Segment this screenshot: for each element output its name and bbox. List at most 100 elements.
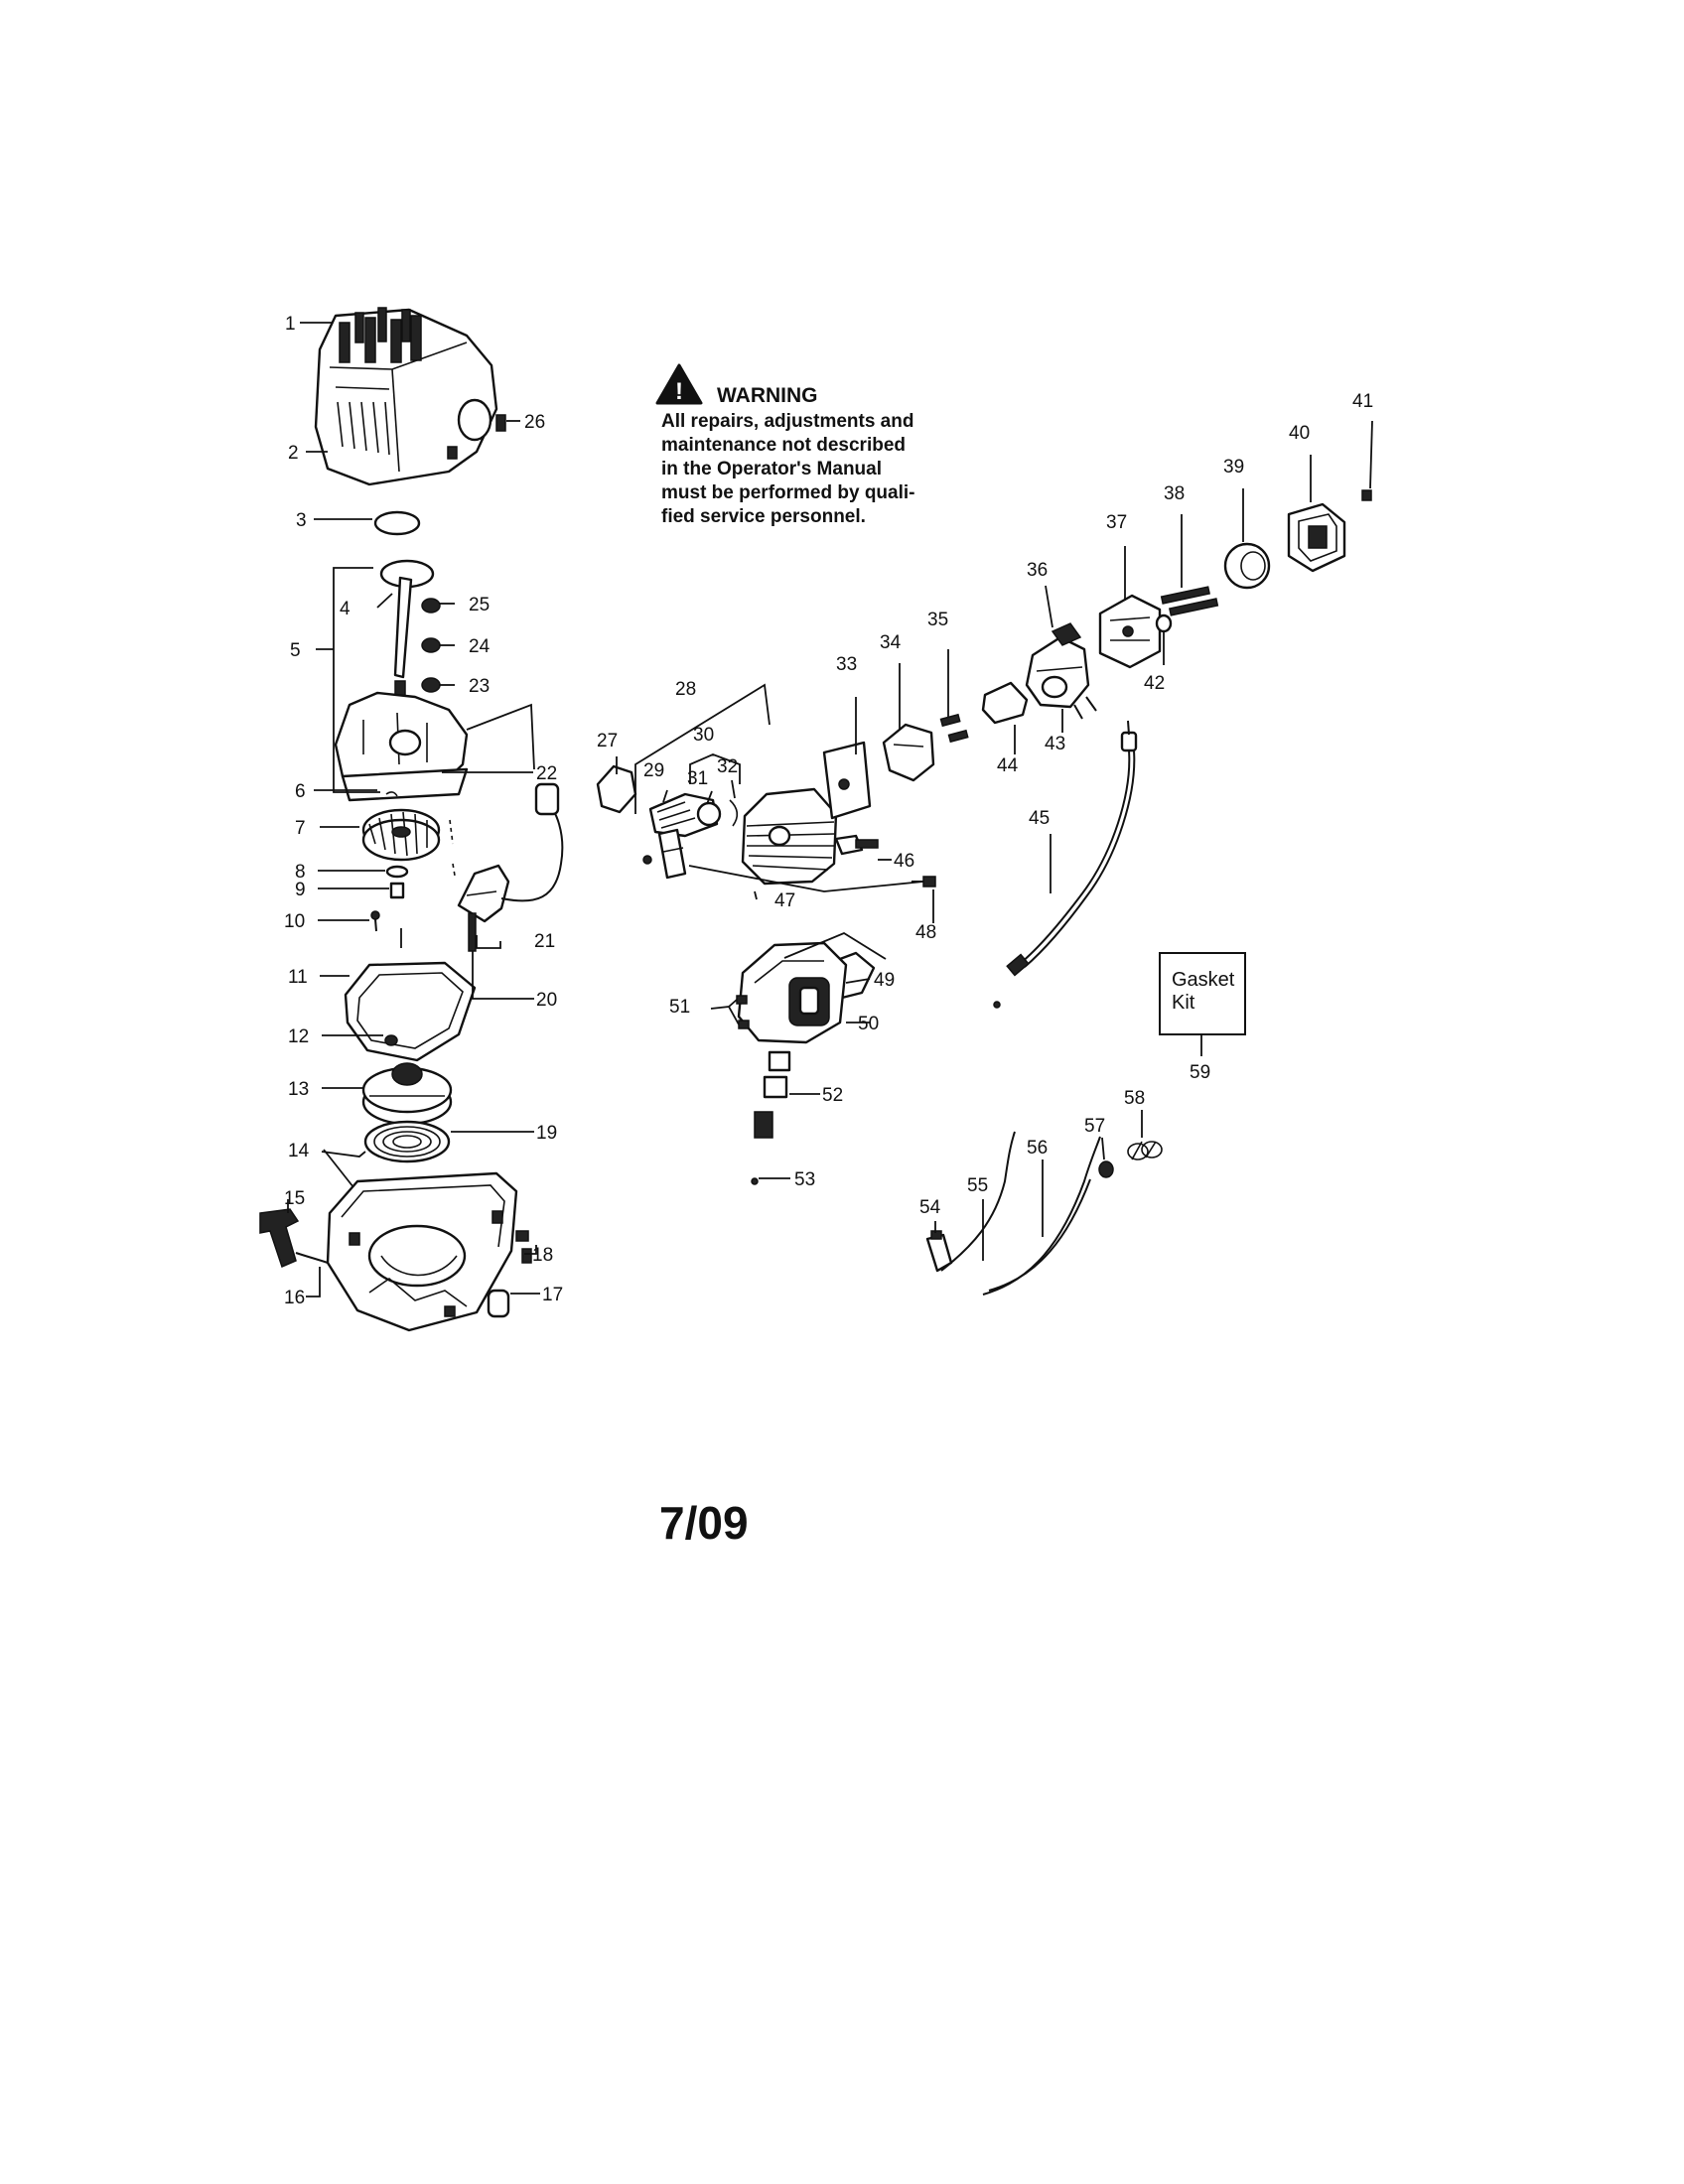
callout-44: 44 <box>997 755 1019 776</box>
callout-55: 55 <box>967 1175 988 1196</box>
carburetor <box>1025 622 1097 720</box>
clamp-58 <box>1127 1141 1163 1160</box>
fuel-line-56 <box>982 1136 1101 1296</box>
callout-8: 8 <box>295 862 306 883</box>
callout-leaders <box>287 322 1373 1297</box>
callout-45: 45 <box>1029 808 1050 829</box>
callout-5: 5 <box>290 640 301 661</box>
callout-28: 28 <box>675 679 696 700</box>
warning-icon: ! <box>655 363 703 405</box>
callout-53: 53 <box>794 1169 815 1190</box>
flywheel <box>361 808 441 862</box>
o-ring <box>373 510 421 536</box>
callout-2: 2 <box>288 443 299 464</box>
warning-line: must be performed by quali- <box>661 482 914 503</box>
callout-13: 13 <box>288 1079 309 1100</box>
callout-47: 47 <box>774 890 795 911</box>
callout-15: 15 <box>284 1188 305 1209</box>
recoil-spring <box>363 1120 451 1163</box>
screw-26 <box>495 414 506 432</box>
gasket-44 <box>981 681 1029 725</box>
gasket-kit-number: 59 <box>1190 1062 1210 1083</box>
callout-3: 3 <box>296 510 307 531</box>
starter-handle <box>259 1208 329 1269</box>
callout-42: 42 <box>1144 673 1165 694</box>
callout-39: 39 <box>1223 457 1244 478</box>
page-date: 7/09 <box>659 1497 749 1549</box>
gasket-kit-label: Kit <box>1172 992 1195 1014</box>
callout-41: 41 <box>1352 391 1373 412</box>
callout-27: 27 <box>597 731 618 751</box>
gasket-kit-box <box>1159 952 1246 1035</box>
ignition-module <box>457 782 564 952</box>
warning-title: WARNING <box>717 384 818 407</box>
callout-46: 46 <box>894 851 914 872</box>
warning-line: in the Operator's Manual <box>661 459 882 479</box>
callout-40: 40 <box>1289 423 1310 444</box>
crankcase <box>334 691 469 802</box>
callout-43: 43 <box>1045 734 1065 754</box>
callout-58: 58 <box>1124 1088 1145 1109</box>
callout-51: 51 <box>669 997 690 1018</box>
bolt-38 <box>1160 586 1219 616</box>
bearing-23 <box>421 677 441 693</box>
callout-21: 21 <box>534 931 555 952</box>
starter-housing <box>326 1171 518 1332</box>
grommet-57 <box>1098 1160 1114 1178</box>
callout-1: 1 <box>285 314 296 335</box>
recoil-pulley <box>361 1062 453 1126</box>
air-filter-base <box>1098 594 1162 669</box>
callout-11: 11 <box>288 967 308 988</box>
callout-49: 49 <box>874 970 895 991</box>
callout-33: 33 <box>836 654 857 675</box>
warning-line: fied service personnel. <box>661 506 866 527</box>
callout-50: 50 <box>858 1014 879 1034</box>
engine-cover <box>314 308 498 486</box>
callout-17: 17 <box>542 1285 563 1305</box>
callout-19: 19 <box>536 1123 557 1144</box>
callout-6: 6 <box>295 781 306 802</box>
callout-52: 52 <box>822 1085 843 1106</box>
warning-line: All repairs, adjustments and <box>661 411 913 432</box>
screw-12 <box>384 1034 398 1046</box>
clip-6 <box>385 791 398 797</box>
callout-37: 37 <box>1106 512 1127 533</box>
callout-26: 26 <box>524 412 545 433</box>
callout-57: 57 <box>1084 1116 1105 1137</box>
washer-42 <box>1155 614 1173 633</box>
callout-12: 12 <box>288 1026 309 1047</box>
screw-35 <box>939 713 969 744</box>
callout-32: 32 <box>717 756 738 777</box>
callout-35: 35 <box>927 610 948 630</box>
callout-10: 10 <box>284 911 305 932</box>
callout-36: 36 <box>1027 560 1048 581</box>
callout-4: 4 <box>340 599 351 619</box>
spark-arrestor <box>754 1050 791 1139</box>
callout-56: 56 <box>1027 1138 1048 1159</box>
callout-38: 38 <box>1164 483 1185 504</box>
callout-9: 9 <box>295 880 306 900</box>
callout-7: 7 <box>295 818 306 839</box>
callout-54: 54 <box>919 1197 941 1218</box>
callout-25: 25 <box>469 595 490 615</box>
screw-41 <box>1361 489 1372 501</box>
piston-pin-31 <box>696 801 722 827</box>
screw-18 <box>515 1230 532 1264</box>
cover-screw <box>354 307 458 460</box>
callout-22: 22 <box>536 763 557 784</box>
svg-text:!: ! <box>675 378 683 405</box>
spark-plug <box>834 834 879 856</box>
bearing-24 <box>421 637 441 653</box>
air-filter-element <box>1223 542 1271 590</box>
callout-23: 23 <box>469 676 490 697</box>
nut-53 <box>751 1177 759 1185</box>
cylinder <box>741 787 838 886</box>
screw-10 <box>370 910 380 932</box>
clip-32 <box>729 799 739 827</box>
small-part <box>642 855 652 865</box>
callout-20: 20 <box>536 990 557 1011</box>
callout-16: 16 <box>284 1288 305 1308</box>
callout-24: 24 <box>469 636 491 657</box>
callout-31: 31 <box>687 768 708 789</box>
throttle-cable <box>993 720 1138 1009</box>
